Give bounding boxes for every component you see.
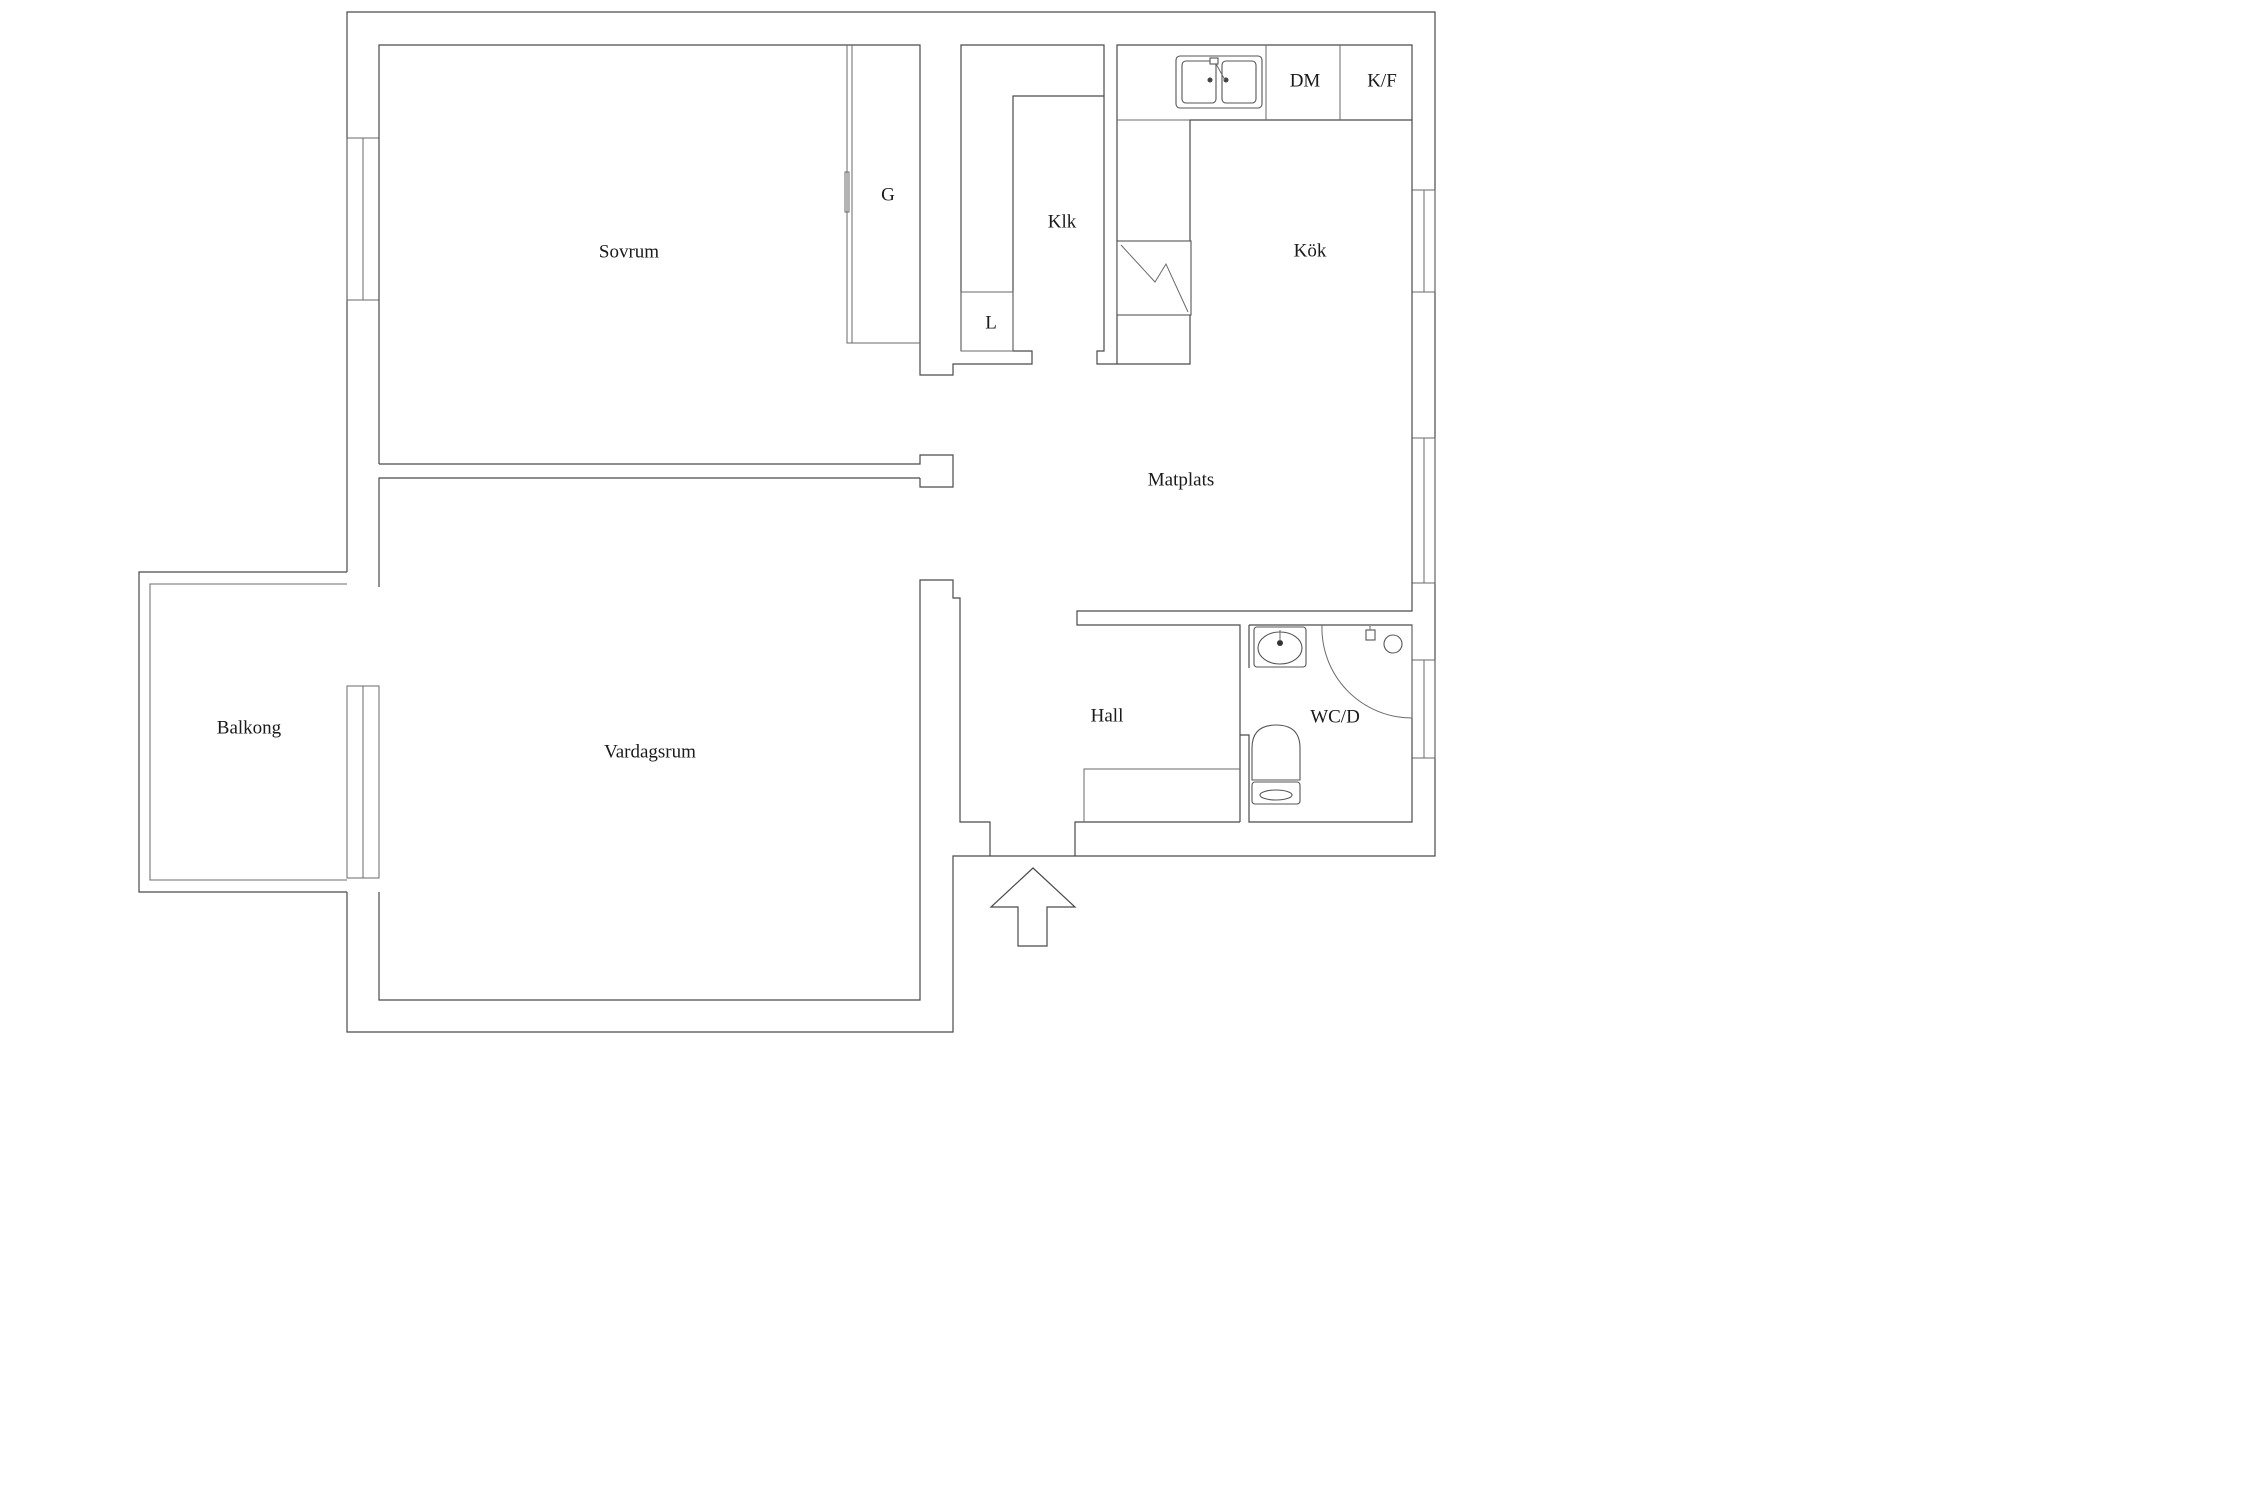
stove-icon bbox=[1116, 240, 1192, 316]
label-linen: L bbox=[985, 312, 997, 333]
washbasin-icon bbox=[1253, 626, 1307, 668]
hall-cabinet bbox=[1083, 768, 1240, 822]
closet-walls bbox=[960, 44, 1105, 352]
label-vardagsrum: Vardagsrum bbox=[604, 741, 696, 762]
label-hall: Hall bbox=[1091, 705, 1124, 726]
windows bbox=[346, 137, 1436, 879]
label-sovrum: Sovrum bbox=[599, 241, 659, 262]
label-kyl-frys: K/F bbox=[1367, 70, 1397, 91]
bathroom-walls bbox=[1240, 624, 1413, 823]
kitchen-counters bbox=[1116, 44, 1413, 364]
toilet-icon bbox=[1251, 724, 1301, 805]
label-diskmaskin: DM bbox=[1290, 70, 1321, 91]
outer-walls bbox=[346, 11, 1436, 1033]
shower-icon bbox=[1365, 626, 1403, 654]
label-wcd: WC/D bbox=[1310, 706, 1360, 727]
label-klk: Klk bbox=[1048, 211, 1077, 232]
floor-plan: Sovrum G Klk L Kök DM K/F Matplats Balko… bbox=[138, 11, 1436, 1033]
label-balkong: Balkong bbox=[217, 717, 282, 738]
balcony-outline bbox=[138, 571, 347, 893]
label-matplats: Matplats bbox=[1148, 469, 1215, 490]
kitchen-sink-icon bbox=[1175, 55, 1263, 109]
label-kok: Kök bbox=[1294, 240, 1327, 261]
label-garderob: G bbox=[881, 184, 895, 205]
entrance-arrow-icon bbox=[989, 867, 1077, 947]
bedroom-walls bbox=[378, 44, 1413, 822]
